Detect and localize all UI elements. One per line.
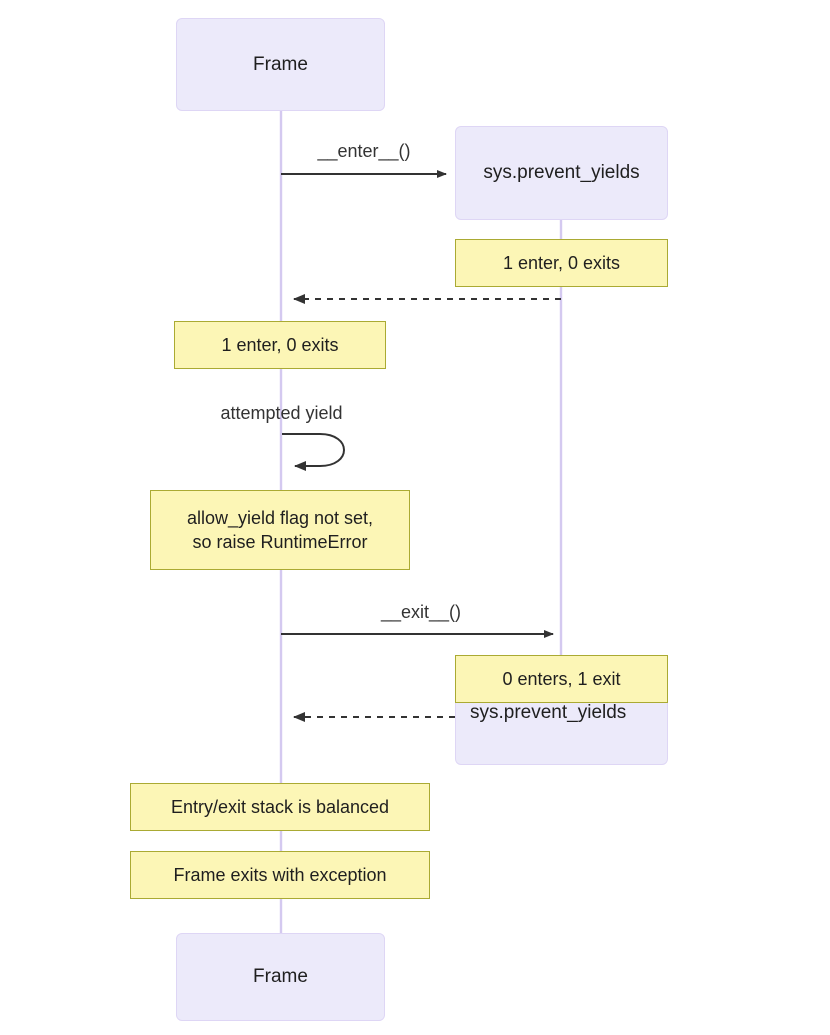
participant-frame-top[interactable]: Frame bbox=[176, 18, 385, 111]
message-enter-call-label-text: __enter__() bbox=[317, 141, 411, 161]
message-exit-call-label: __exit__() bbox=[281, 602, 561, 623]
participant-sys-prevent-yields-bottom-label: sys.prevent_yields bbox=[470, 702, 627, 724]
note-runtime-error-text: allow_yield flag not set, so raise Runti… bbox=[186, 507, 374, 552]
participant-frame-bottom-label: Frame bbox=[253, 966, 308, 988]
message-attempted-yield-label: attempted yield bbox=[199, 403, 364, 424]
note-balanced-text: Entry/exit stack is balanced bbox=[170, 796, 390, 817]
note-balanced: Entry/exit stack is balanced bbox=[130, 783, 430, 831]
participant-sys-prevent-yields-top-label: sys.prevent_yields bbox=[483, 162, 640, 184]
participant-sys-prevent-yields-top[interactable]: sys.prevent_yields bbox=[455, 126, 668, 220]
note-sys-enter-text: 1 enter, 0 exits bbox=[502, 252, 621, 273]
note-sys-enter: 1 enter, 0 exits bbox=[455, 239, 668, 287]
message-enter-call-label: __enter__() bbox=[281, 141, 447, 162]
message-attempted-yield-label-text: attempted yield bbox=[220, 403, 343, 423]
message-exit-call-label-text: __exit__() bbox=[380, 602, 462, 622]
note-frame-exception-text: Frame exits with exception bbox=[173, 864, 387, 885]
message-attempted-yield-loop bbox=[282, 433, 345, 471]
participant-frame-top-label: Frame bbox=[253, 53, 308, 75]
note-frame-enter-text: 1 enter, 0 exits bbox=[221, 334, 339, 355]
participant-frame-bottom[interactable]: Frame bbox=[176, 933, 385, 1021]
note-sys-exit-text: 0 enters, 1 exit bbox=[502, 668, 621, 689]
note-runtime-error: allow_yield flag not set, so raise Runti… bbox=[150, 490, 410, 570]
note-sys-exit: 0 enters, 1 exit bbox=[455, 655, 668, 703]
note-frame-exception: Frame exits with exception bbox=[130, 851, 430, 899]
note-frame-enter: 1 enter, 0 exits bbox=[174, 321, 386, 369]
